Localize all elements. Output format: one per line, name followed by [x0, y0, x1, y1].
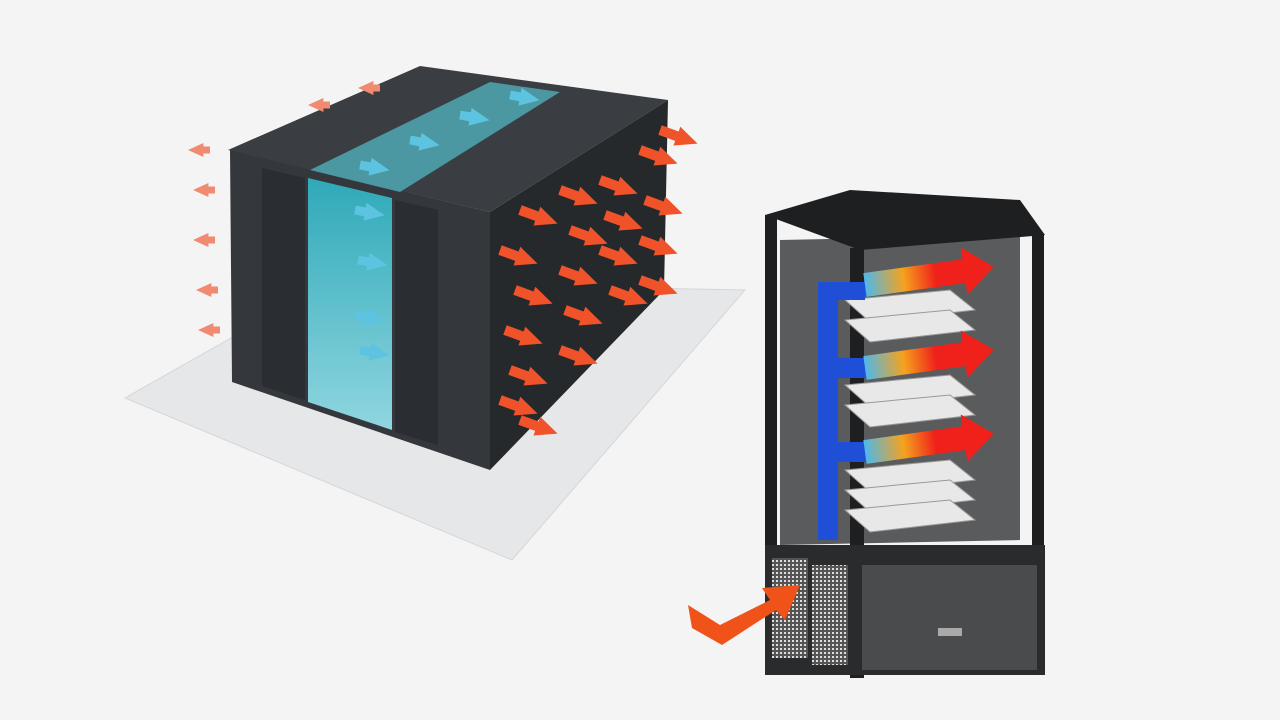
hot-air-arrow — [643, 195, 683, 216]
hot-air-arrow — [603, 210, 643, 231]
cold-air-arrow — [354, 307, 385, 326]
blue-coolant-pipe — [818, 282, 865, 540]
hot-air-arrow — [558, 185, 598, 206]
server-shelves — [843, 289, 977, 533]
intake-arrow — [688, 585, 800, 645]
hot-air-arrow — [598, 245, 638, 266]
vent-grille-right — [812, 565, 848, 665]
hot-air-arrow — [518, 205, 558, 226]
hot-air-arrow — [508, 365, 548, 386]
hot-air-arrow — [638, 235, 678, 256]
cold-aisle-door — [308, 178, 392, 430]
cold-to-hot-airflow-arrow — [863, 330, 994, 380]
hot-air-arrow — [638, 275, 678, 296]
hot-air-arrow — [638, 145, 678, 166]
hot-air-arrow — [193, 183, 215, 197]
hot-air-arrow — [513, 285, 553, 306]
hot-air-arrow — [498, 395, 538, 416]
cold-to-hot-airflow-arrow — [863, 247, 994, 297]
cold-air-arrow — [359, 157, 390, 176]
rack-top — [765, 190, 1045, 250]
hot-air-arrow — [196, 283, 218, 297]
cold-air-arrow — [509, 87, 540, 106]
hot-air-arrow — [608, 285, 648, 306]
cold-air-arrow — [409, 132, 440, 151]
front-door-right — [395, 200, 438, 445]
hot-air-arrow — [188, 143, 210, 157]
hot-air-arrow — [598, 175, 638, 196]
base-label-plate — [938, 628, 962, 636]
cold-air-arrow — [354, 202, 385, 221]
hot-air-arrow — [308, 98, 330, 112]
hot-air-arrow — [568, 225, 608, 246]
hot-air-arrow — [498, 245, 538, 266]
server-rack — [765, 190, 1045, 678]
hot-air-arrow — [518, 415, 558, 436]
hot-air-arrow — [358, 81, 380, 95]
hot-air-arrow — [198, 323, 220, 337]
hot-air-arrow — [563, 305, 603, 326]
cold-air-arrow — [359, 342, 390, 361]
base-panel — [862, 565, 1037, 670]
cold-air-arrow — [459, 107, 490, 126]
front-door-left — [262, 168, 305, 400]
containment-pod — [123, 66, 747, 561]
hot-air-arrow — [503, 325, 543, 346]
hot-air-arrow — [658, 125, 698, 146]
hot-air-arrow — [558, 265, 598, 286]
cold-to-hot-airflow-arrow — [863, 414, 994, 464]
hot-air-arrow — [193, 233, 215, 247]
hot-air-arrow — [558, 345, 598, 366]
cold-air-arrow — [357, 252, 388, 271]
rack-frame-right — [1032, 235, 1044, 645]
